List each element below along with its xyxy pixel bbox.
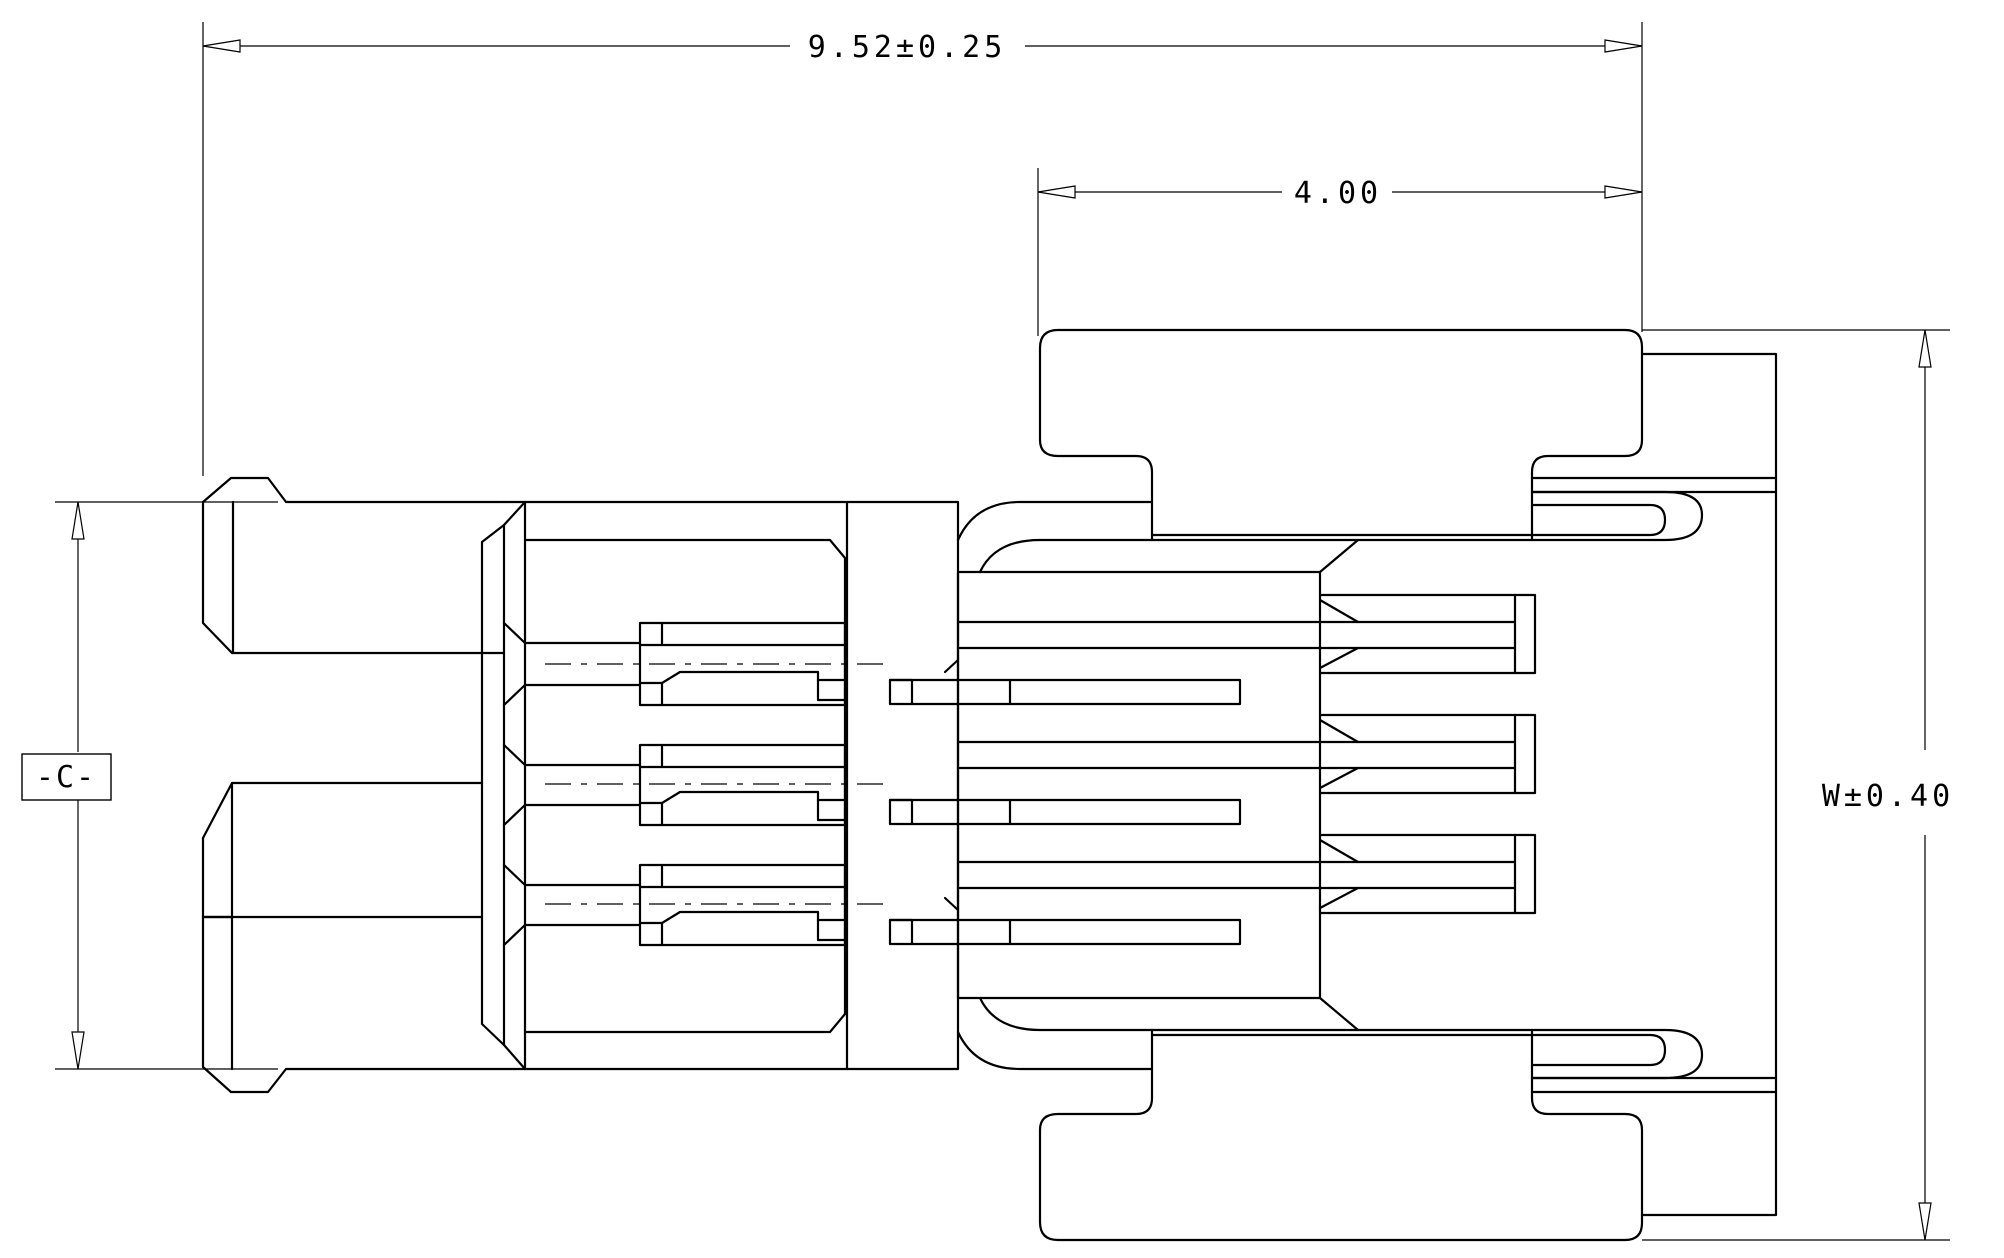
width-dimension: W±0.40 bbox=[1642, 329, 1954, 1241]
arrowhead-bottom bbox=[71, 1031, 85, 1070]
latch-arm-upper bbox=[956, 490, 1704, 574]
short-pin-1 bbox=[888, 678, 1242, 706]
body-length-dimension: 4.00 bbox=[1037, 168, 1643, 336]
arrowhead-top bbox=[1918, 329, 1932, 368]
arrowhead-left bbox=[1037, 185, 1076, 199]
datum-c: -C- bbox=[21, 501, 278, 1070]
arrowhead-right bbox=[1604, 39, 1643, 53]
datum-frame bbox=[21, 753, 112, 801]
arrowhead-bottom bbox=[1918, 1202, 1932, 1241]
front-contact-2 bbox=[545, 743, 890, 827]
overall-length-label: 9.52±0.25 bbox=[808, 30, 1007, 65]
short-pin-2 bbox=[888, 798, 1242, 826]
rear-pin-1 bbox=[956, 593, 1537, 675]
rear-pin-2 bbox=[956, 713, 1537, 795]
overall-length-dimension: 9.52±0.25 bbox=[202, 22, 1643, 476]
arrowhead-top bbox=[71, 501, 85, 540]
arrowhead-right bbox=[1604, 185, 1643, 199]
rear-inner-housing bbox=[943, 538, 1360, 1032]
body-length-label: 4.00 bbox=[1294, 176, 1382, 211]
arrowhead-left bbox=[202, 39, 241, 53]
rear-body-top-flange bbox=[1038, 328, 1778, 1217]
short-pin-3 bbox=[888, 918, 1242, 946]
left-tab-upper bbox=[201, 476, 506, 655]
front-contact-3 bbox=[545, 863, 890, 947]
front-contact-1 bbox=[545, 621, 890, 707]
datum-label: -C- bbox=[36, 760, 96, 795]
rear-pin-3 bbox=[956, 833, 1537, 915]
width-label: W±0.40 bbox=[1822, 779, 1954, 814]
rear-body-bottom-flange bbox=[1038, 1028, 1778, 1242]
front-housing bbox=[480, 500, 960, 1071]
left-tab-lower bbox=[201, 781, 527, 1094]
latch-arm-lower bbox=[956, 996, 1704, 1080]
